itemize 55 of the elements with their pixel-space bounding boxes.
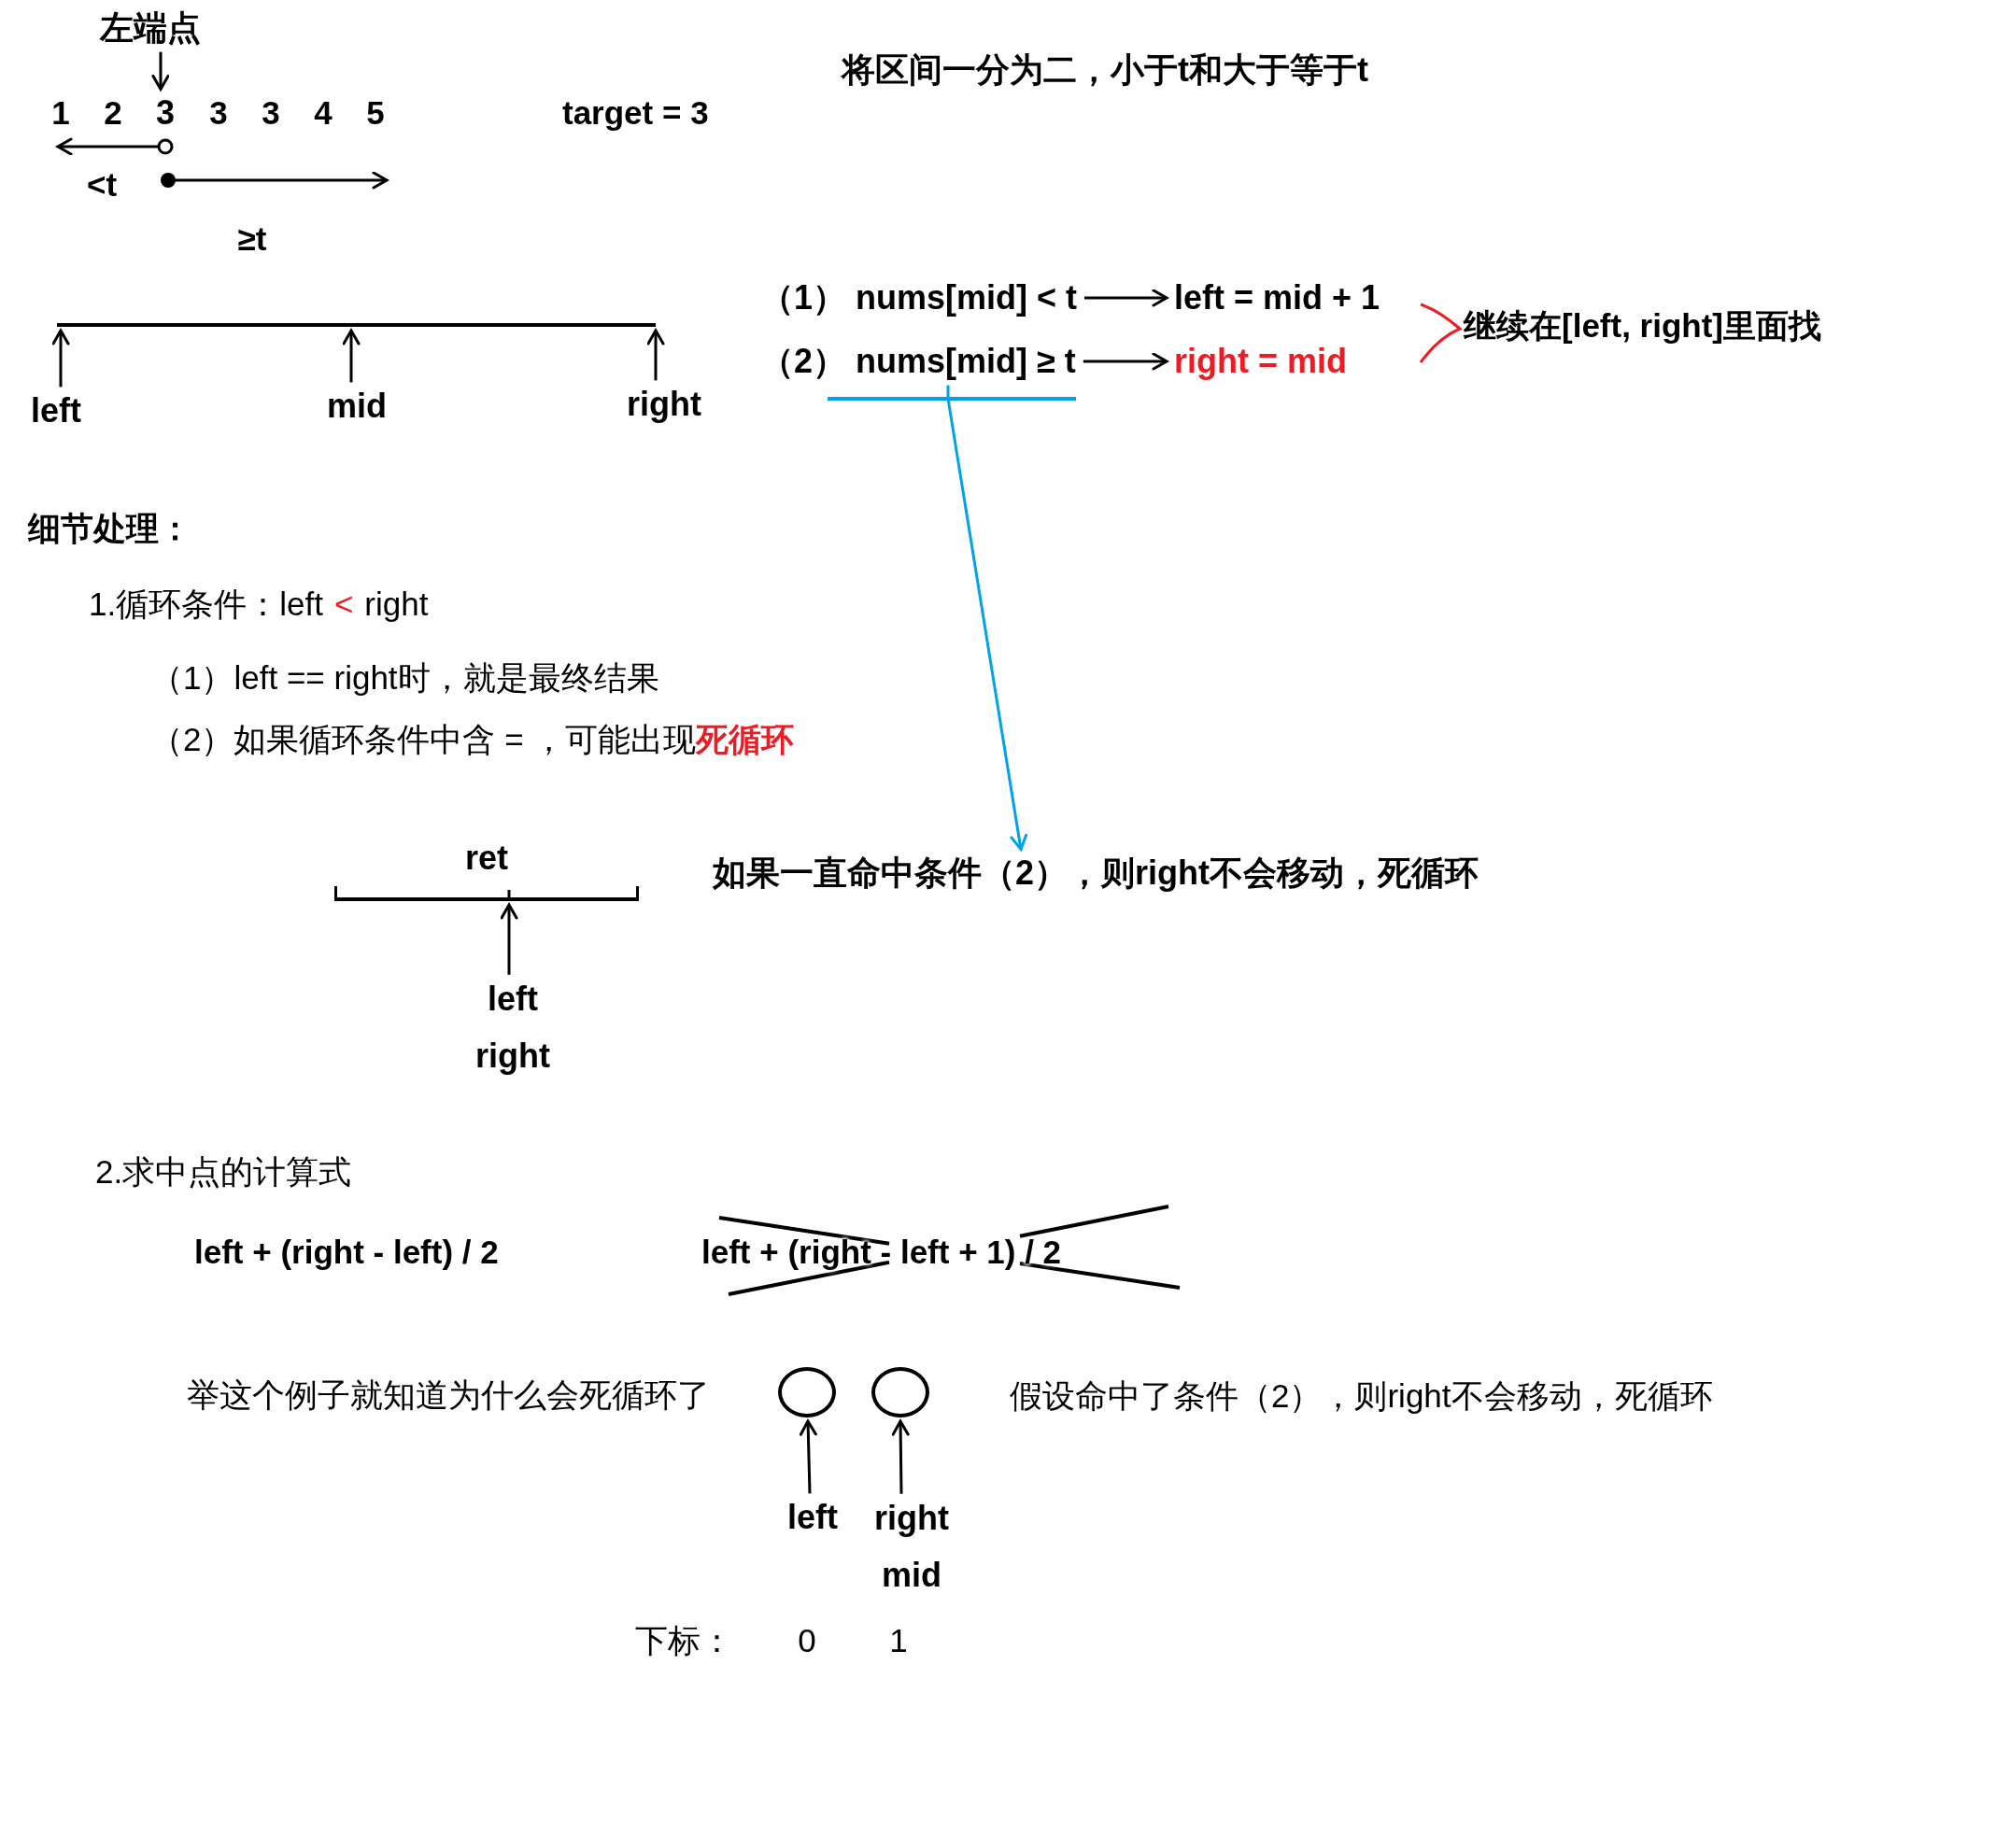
node-label: mid <box>327 386 387 427</box>
index-label: 0 <box>798 1621 816 1660</box>
target-label: target = 3 <box>562 93 709 133</box>
crossed-out-formula: left + (right - left + 1) / 2 <box>701 1233 1062 1272</box>
arrow <box>891 1419 910 1494</box>
arrow <box>946 385 1028 851</box>
arrow <box>646 329 665 381</box>
index-label: 1 <box>889 1621 908 1660</box>
arrow <box>1084 289 1168 307</box>
note-text: 继续在[left, right]里面找 <box>1464 306 1822 346</box>
pointer-label: mid <box>882 1555 941 1596</box>
note-text: 举这个例子就知道为什么会死循环了 <box>187 1375 710 1415</box>
node-label: （1） nums[mid] < t <box>760 277 1078 318</box>
formula-text: left + (right - left) / 2 <box>194 1233 499 1272</box>
array-cell-circle <box>871 1367 929 1418</box>
node-label: （2） nums[mid] ≥ t <box>760 341 1076 382</box>
range-label: ret <box>465 838 508 879</box>
node-label: 如果一直命中条件（2），则right不会移动，死循环 <box>713 853 1479 894</box>
condition-text: 1.循环条件：left <box>89 585 323 624</box>
pointer-label: left <box>488 978 538 1019</box>
note-text: （1）left == right时，就是最终结果 <box>150 658 659 698</box>
range-bracket <box>334 838 639 901</box>
index-label: 下标： <box>634 1621 733 1660</box>
number: 1 <box>51 93 70 133</box>
number: 3 <box>262 93 280 133</box>
node-label: right = mid <box>1174 341 1347 382</box>
range-label: ≥t <box>237 219 267 259</box>
node-label: left <box>31 390 81 431</box>
node-label: right <box>627 384 701 425</box>
node-label: 3 <box>156 92 175 134</box>
title: 将区间一分为二，小于t和大于等于t <box>842 49 1368 91</box>
node-label: left <box>787 1497 838 1538</box>
arrow <box>799 1419 817 1494</box>
number: 4 <box>314 93 333 133</box>
number: 2 <box>104 93 122 133</box>
warning-text: 死循环 <box>696 720 795 759</box>
range-label: <t <box>86 165 118 205</box>
note-text: （2）如果循环条件中含 = ，可能出现 <box>150 720 697 759</box>
number: 3 <box>209 93 228 133</box>
arrow <box>1083 352 1168 371</box>
operator-symbol: < <box>333 585 354 624</box>
section-heading: 细节处理： <box>28 509 191 548</box>
section-heading: 2.求中点的计算式 <box>95 1152 352 1192</box>
arrow <box>342 329 361 383</box>
node-label: 左端点 <box>100 7 201 49</box>
pointer-label: right <box>874 1497 949 1538</box>
node-label: left = mid + 1 <box>1174 277 1380 318</box>
condition-text: right <box>364 585 429 624</box>
note-text: 假设命中了条件（2），则right不会移动，死循环 <box>1010 1376 1713 1416</box>
pointer-label: right <box>475 1036 550 1077</box>
arrow <box>51 329 70 388</box>
number: 5 <box>366 93 385 133</box>
arrow <box>151 51 170 91</box>
arrow <box>500 903 518 975</box>
array-cell-circle <box>778 1367 836 1418</box>
